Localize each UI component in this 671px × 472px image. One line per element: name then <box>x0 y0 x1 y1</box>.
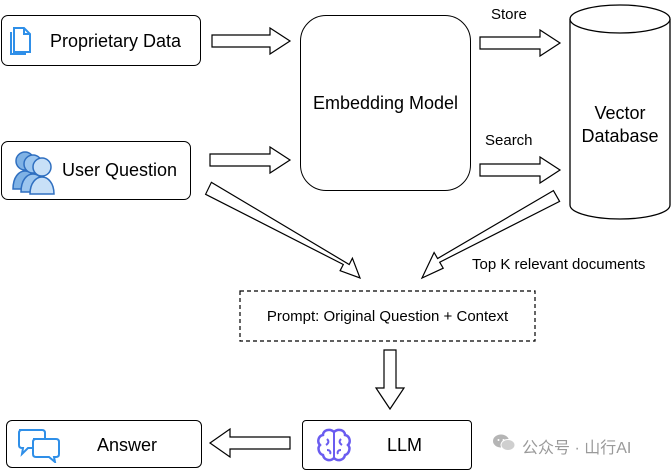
document-icon <box>9 25 33 60</box>
watermark: 公众号 · 山行AI <box>492 433 631 458</box>
user-question-label: User Question <box>62 160 178 180</box>
search-label: Search <box>485 132 533 149</box>
embedding-model-node: Embedding Model <box>300 15 471 191</box>
proprietary-data-node: Proprietary Data <box>1 15 201 66</box>
chat-bubbles-icon <box>16 427 62 468</box>
arrow-question-to-prompt <box>204 181 362 280</box>
prompt-label: Prompt: Original Question + Context <box>266 307 509 325</box>
wechat-icon <box>492 433 516 458</box>
arrow-llm-to-answer <box>208 427 291 459</box>
vector-database-label: Vector Database <box>581 103 659 146</box>
answer-node: Answer <box>6 420 202 468</box>
embedding-model-label: Embedding Model <box>312 92 459 113</box>
answer-label: Answer <box>97 435 158 455</box>
arrow-vector-to-prompt <box>420 189 561 280</box>
arrow-store <box>479 28 562 58</box>
llm-node: LLM <box>302 420 472 470</box>
store-label: Store <box>491 6 527 23</box>
brain-icon <box>315 426 353 469</box>
watermark-text: 公众号 · 山行AI <box>522 439 632 457</box>
top-k-label: Top K relevant documents <box>472 256 646 273</box>
arrow-search <box>479 155 562 185</box>
users-icon <box>11 147 59 200</box>
proprietary-data-label: Proprietary Data <box>50 31 182 51</box>
prompt-node: Prompt: Original Question + Context <box>240 291 535 341</box>
arrow-question-to-embedding <box>209 145 292 175</box>
arrow-proprietary-to-embedding <box>211 26 292 56</box>
prompt-box-border <box>239 290 536 342</box>
user-question-node: User Question <box>1 141 191 200</box>
llm-label: LLM <box>387 435 423 455</box>
arrow-prompt-to-llm <box>374 349 406 411</box>
vector-database-cylinder <box>569 4 671 220</box>
